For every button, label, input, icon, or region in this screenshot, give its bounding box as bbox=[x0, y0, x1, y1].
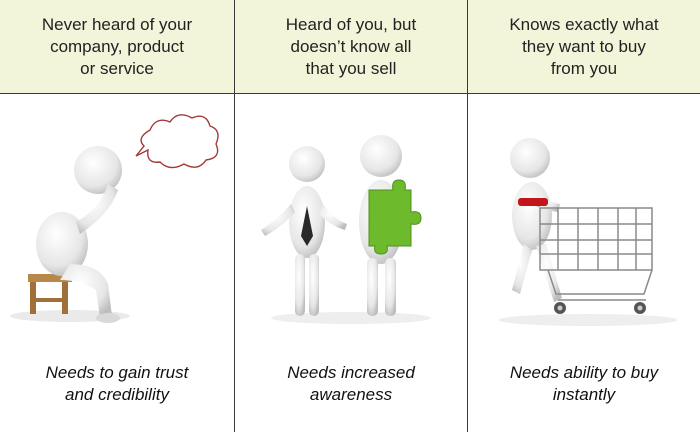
stage-header-text: Never heard of your company, product or … bbox=[41, 14, 193, 78]
column-divider bbox=[234, 0, 235, 432]
person-with-puzzle-piece-icon bbox=[261, 135, 431, 324]
stage-column-unaware: Never heard of your company, product or … bbox=[0, 0, 234, 432]
stage-column-aware: Heard of you, but doesn’t know all that … bbox=[235, 0, 467, 432]
person-with-shopping-cart-icon bbox=[498, 138, 678, 326]
column-divider bbox=[467, 0, 468, 432]
stage-body: Needs increased awareness bbox=[235, 94, 467, 432]
speech-bubble-icon bbox=[135, 114, 219, 169]
stage-header: Knows exactly what they want to buy from… bbox=[468, 0, 700, 94]
stage-header-text: Heard of you, but doesn’t know all that … bbox=[285, 14, 417, 78]
stage-header: Never heard of your company, product or … bbox=[0, 0, 234, 94]
stage-caption: Needs increased awareness bbox=[287, 363, 415, 404]
shopping-cart-icon bbox=[527, 203, 653, 301]
stage-header: Heard of you, but doesn’t know all that … bbox=[235, 0, 467, 94]
stage-caption: Needs to gain trust and credibility bbox=[45, 363, 189, 404]
stage-body: Needs to gain trust and credibility bbox=[0, 94, 234, 432]
stage-caption: Needs ability to buy instantly bbox=[509, 363, 659, 404]
puzzle-piece-icon bbox=[368, 179, 422, 255]
stage-column-ready-to-buy: Knows exactly what they want to buy from… bbox=[468, 0, 700, 432]
thinking-person-icon bbox=[10, 114, 219, 323]
stage-header-text: Knows exactly what they want to buy from… bbox=[509, 14, 659, 78]
stage-body: Needs ability to buy instantly bbox=[468, 94, 700, 432]
